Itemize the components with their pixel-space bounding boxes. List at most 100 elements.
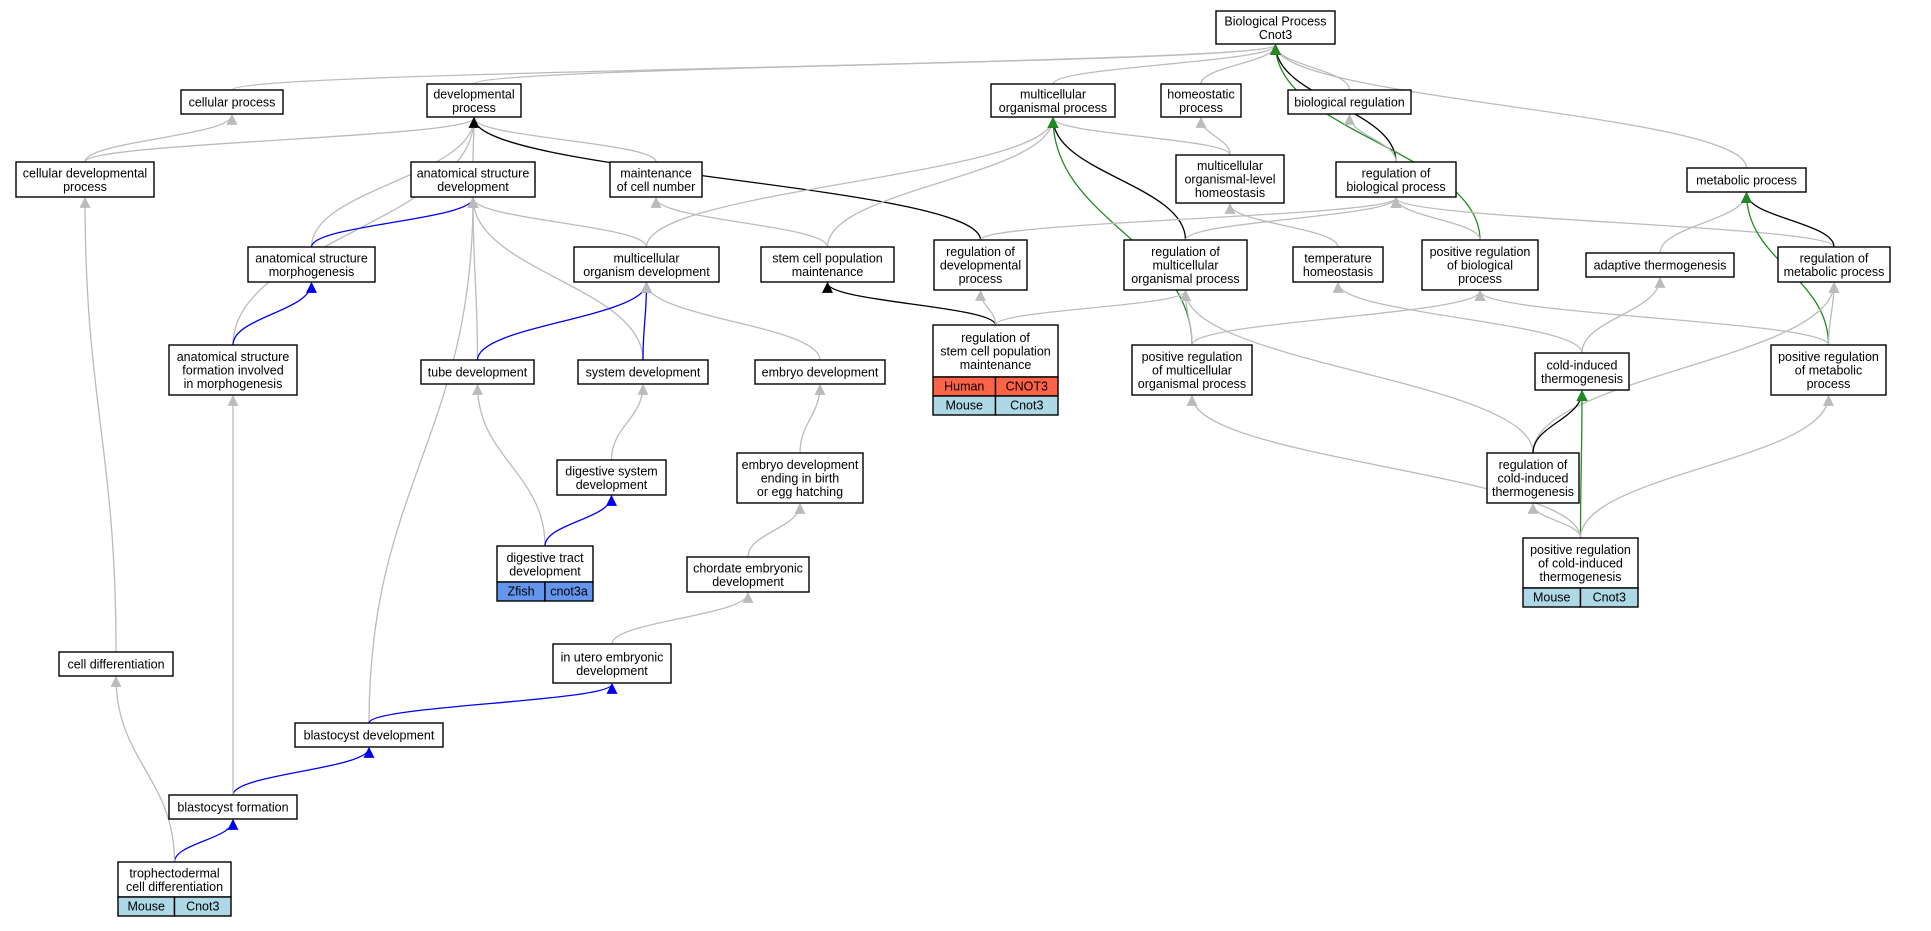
edge-is-a-chordate-embryonic-development-to-embryo-development-ending-in-birth (747, 502, 806, 558)
node-label-line: of cell number (617, 180, 696, 194)
node-box (15, 161, 155, 198)
node-box (1287, 89, 1412, 115)
species-label: Mouse (945, 399, 983, 413)
node-label-line: organismal process (999, 101, 1107, 115)
edge-is-a-cellular-developmental-process-to-developmental-process (84, 116, 480, 163)
node-label-line: positive regulation (1778, 350, 1879, 364)
edge-part-of-trophectodermal-cell-differentiation-to-blastocyst-formation (173, 818, 239, 863)
node-label-line: homeostatic (1167, 87, 1234, 101)
node-label-line: process (959, 272, 1003, 286)
node-label-line: system development (586, 366, 701, 380)
node-label-line: anatomical structure (417, 166, 530, 180)
node-cellular-process[interactable]: cellular process (180, 89, 284, 115)
edge-positively-regulates-positive-regulation-of-cold-induced-thermogenesis-to-cold-induced-thermogenesis (1576, 389, 1588, 539)
node-box (426, 83, 522, 118)
node-label-line: Cnot3 (1259, 28, 1292, 42)
edge-is-a-developmental-process-to-bp (473, 43, 1281, 85)
node-box (294, 722, 444, 748)
node-tube-development[interactable]: tube development (420, 359, 535, 385)
edge-is-a-regulation-of-stem-cell-population-maintenance-to-regulation-of-developmental-process (975, 289, 997, 326)
edge-regulates-regulation-of-developmental-process-to-developmental-process (468, 116, 982, 241)
node-box (1160, 83, 1242, 118)
edge-is-a-regulation-of-multicellular-organismal-process-to-regulation-of-biological-process (1184, 196, 1402, 241)
edge-is-a-embryo-development-to-multicellular-organism-development (641, 281, 821, 361)
edge-is-a-maintenance-of-cell-number-to-developmental-process (468, 116, 657, 163)
edge-is-a-positive-regulation-of-cold-induced-thermogenesis-to-positive-regulation-of-multicellular-organismal-process (1186, 394, 1582, 539)
node-label-line: process (452, 101, 496, 115)
node-label-line: regulation of (1362, 166, 1431, 180)
edge-is-a-blastocyst-development-to-anatomical-structure-development (368, 196, 479, 724)
gene-cell (173, 896, 232, 917)
edge-regulates-regulation-of-cold-induced-thermogenesis-to-cold-induced-thermogenesis (1532, 389, 1588, 454)
gene-label: CNOT3 (1006, 380, 1048, 394)
edge-is-a-system-development-to-anatomical-structure-development (467, 196, 644, 361)
edge-is-a-positive-regulation-of-metabolic-process-to-regulation-of-metabolic-process (1827, 281, 1840, 346)
node-system-development[interactable]: system development (577, 359, 709, 385)
node-label-line: thermogenesis (1492, 485, 1574, 499)
node-box (117, 861, 232, 898)
node-label-line: blastocyst development (304, 729, 435, 743)
node-embryo-development[interactable]: embryo development (754, 359, 886, 385)
node-biological-regulation[interactable]: biological regulation (1287, 89, 1412, 115)
node-box (736, 452, 864, 504)
edge-is-a-tube-development-to-anatomical-structure-development (467, 196, 479, 361)
node-label-line: biological process (1346, 180, 1445, 194)
node-label-line: stem cell population (772, 251, 883, 265)
gene-label: Cnot3 (1593, 591, 1626, 605)
node-label-line: metabolic process (1784, 265, 1885, 279)
edge-is-a-multicellular-organismal-process-to-bp (1052, 43, 1281, 85)
node-label-line: Biological Process (1224, 14, 1326, 28)
node-box (180, 89, 284, 115)
node-label-line: process (1458, 272, 1502, 286)
node-box (932, 324, 1059, 378)
edge-is-a-cellular-developmental-process-to-cellular-process (84, 113, 238, 163)
edge-is-a-temperature-homeostasis-to-multicellular-organismal-level-homeostasis (1224, 202, 1339, 248)
node-metabolic-process[interactable]: metabolic process (1686, 167, 1807, 193)
edge-is-a-adaptive-thermogenesis-to-metabolic-process (1659, 191, 1752, 254)
node-adaptive-thermogenesis[interactable]: adaptive thermogenesis (1585, 252, 1735, 278)
node-blastocyst-formation[interactable]: blastocyst formation (168, 794, 298, 820)
node-cell-differentiation[interactable]: cell differentiation (58, 651, 174, 677)
node-label-line: organism development (583, 265, 710, 279)
edge-part-of-blastocyst-formation-to-blastocyst-development (232, 746, 375, 796)
node-blastocyst-development[interactable]: blastocyst development (294, 722, 444, 748)
node-label-line: developmental (940, 259, 1021, 273)
node-label-line: anatomical structure (255, 251, 368, 265)
node-box (496, 545, 594, 583)
node-label-line: morphogenesis (269, 265, 354, 279)
node-label-line: maintenance (792, 265, 864, 279)
node-label-line: chordate embryonic (693, 561, 803, 575)
node-label-line: of biological (1447, 259, 1513, 273)
node-box (1585, 252, 1735, 278)
